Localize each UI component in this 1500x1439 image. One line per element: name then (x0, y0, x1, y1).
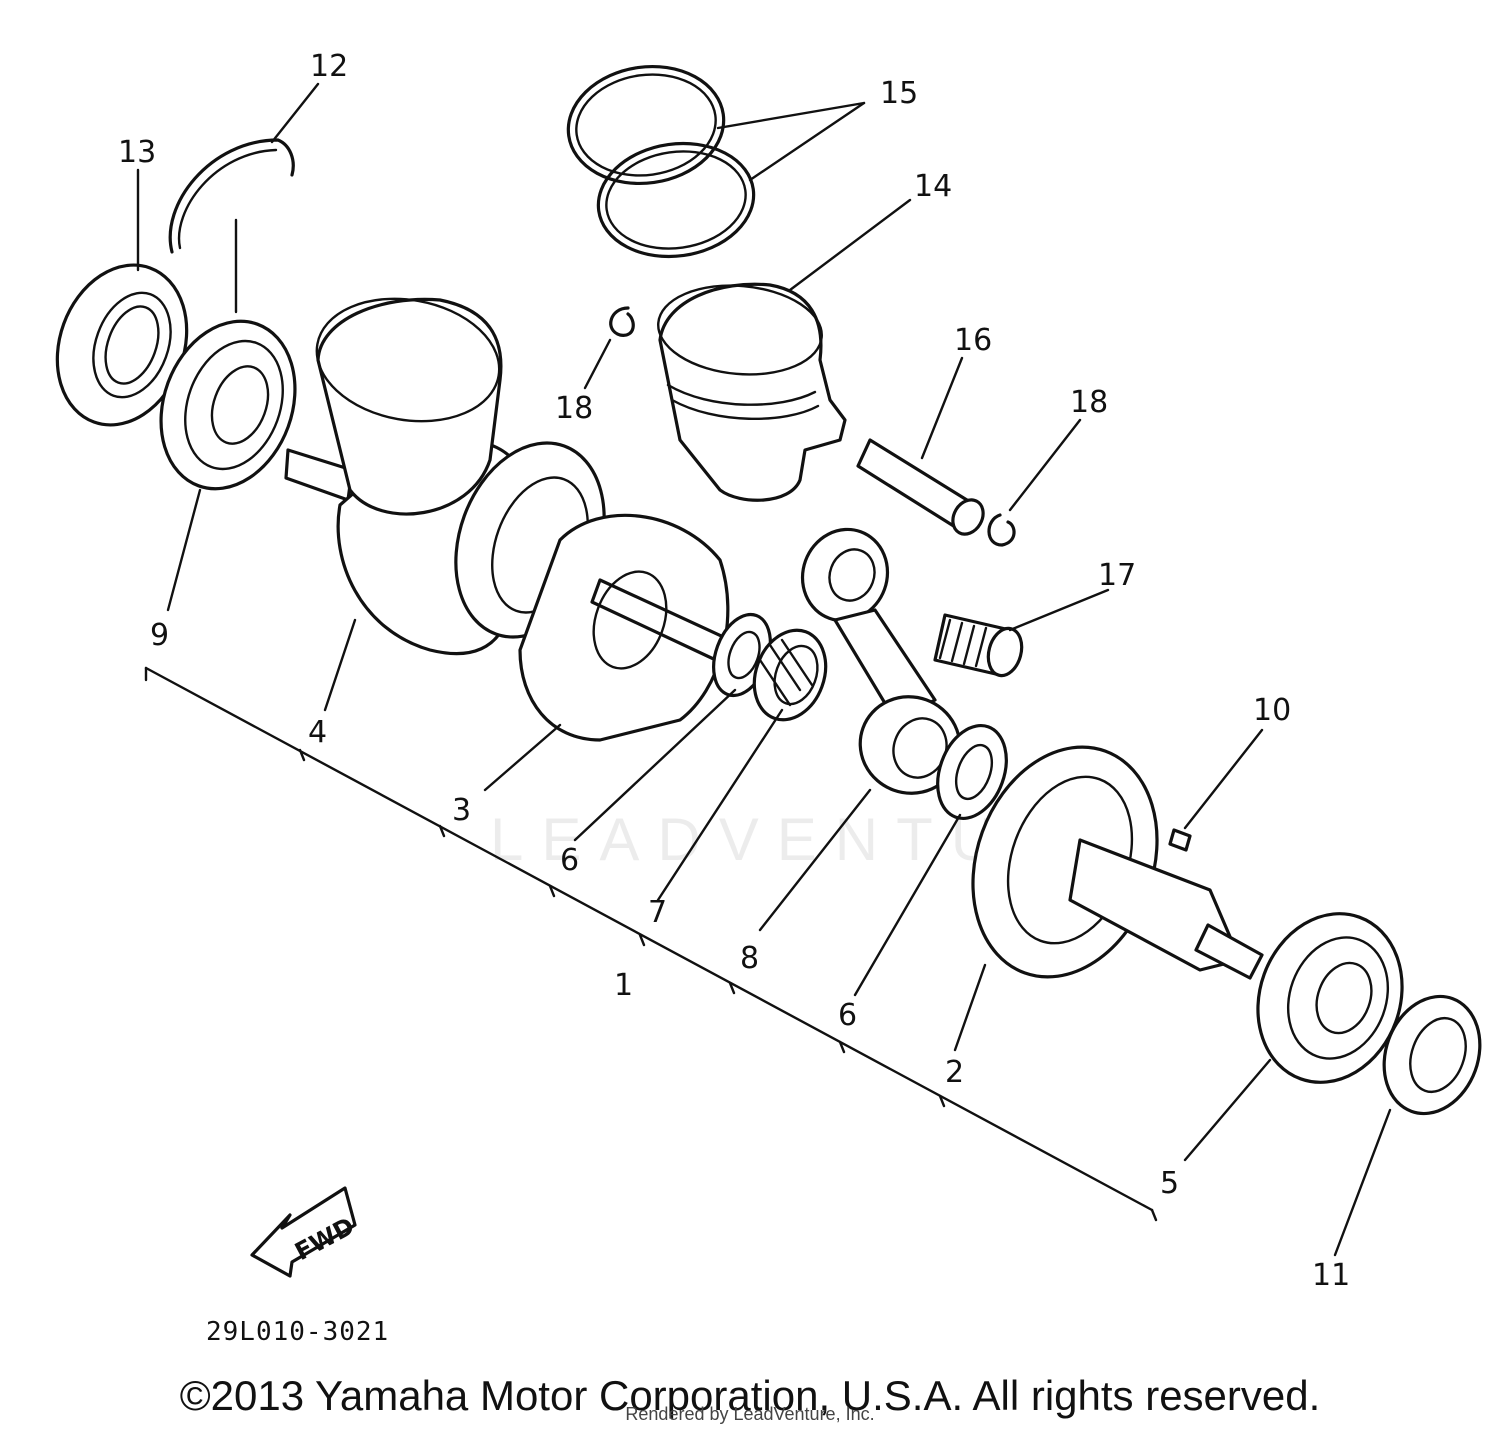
piston-left-view (315, 297, 503, 516)
callout-18-right: 18 (1070, 385, 1108, 420)
part-6-washer-right (936, 723, 1008, 821)
callout-2: 2 (945, 1055, 964, 1090)
assembly-bracket (144, 666, 1158, 1222)
callout-13: 13 (118, 135, 156, 170)
fwd-arrow-icon: FWD (250, 1186, 359, 1278)
callout-5: 5 (1160, 1166, 1179, 1201)
callout-4: 4 (308, 715, 327, 750)
callouts: 12 13 15 14 16 18 18 17 10 9 4 3 6 7 1 8… (118, 49, 1350, 1293)
part-2-crank-half-right (971, 745, 1264, 980)
callout-16: 16 (954, 323, 992, 358)
callout-3: 3 (452, 793, 471, 828)
callout-11: 11 (1312, 1258, 1350, 1293)
callout-10: 10 (1253, 693, 1291, 728)
callout-15: 15 (880, 76, 918, 111)
callout-17: 17 (1098, 558, 1136, 593)
callout-9: 9 (150, 618, 169, 653)
part-18-clip-right (987, 513, 1016, 547)
leader-lines (136, 82, 1392, 1257)
part-7-needle-bearing (752, 628, 828, 722)
part-5-bearing-right (1256, 912, 1404, 1084)
part-11-oil-seal-right (1382, 994, 1482, 1116)
copyright-notice: ©2013 Yamaha Motor Corporation, U.S.A. A… (179, 1372, 1321, 1419)
callout-7: 7 (648, 895, 667, 930)
callout-14: 14 (914, 169, 952, 204)
part-8-connecting-rod (800, 527, 962, 795)
part-14-piston (657, 282, 847, 502)
part-10-key (1168, 828, 1192, 852)
callout-6-left: 6 (560, 843, 579, 878)
part-16-piston-pin (856, 438, 985, 536)
part-9-bearing (159, 319, 297, 491)
callout-18-left: 18 (555, 391, 593, 426)
part-15-piston-rings (566, 64, 756, 259)
drawing-code: 29L010-3021 (206, 1317, 389, 1347)
part-12-clip (168, 138, 295, 254)
fwd-label: FWD (290, 1212, 359, 1266)
rendered-by-note: Rendered by LeadVenture, Inc. (625, 1404, 875, 1424)
part-18-clip-left (609, 306, 635, 337)
callout-6-right: 6 (838, 998, 857, 1033)
callout-12: 12 (310, 49, 348, 84)
part-17-small-end-bearing (933, 613, 1024, 678)
callout-8: 8 (740, 941, 759, 976)
callout-1: 1 (614, 968, 633, 1003)
